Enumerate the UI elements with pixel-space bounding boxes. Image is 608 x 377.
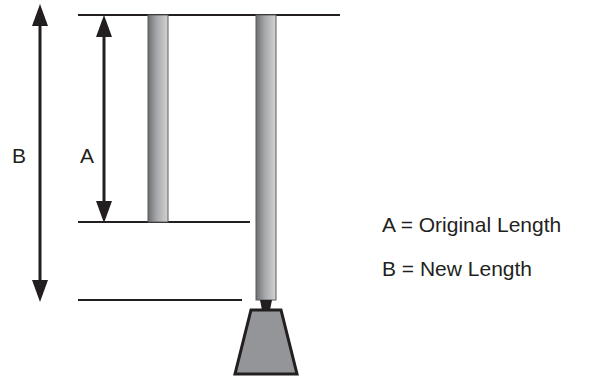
dimension-label: A (80, 145, 94, 166)
stretched-rod (256, 15, 276, 300)
arrowhead (32, 4, 48, 26)
dimension-arrow-b (39, 22, 42, 284)
dimension-label: B (12, 145, 26, 166)
support-line (78, 14, 340, 16)
arrowhead (96, 201, 112, 223)
weight (235, 310, 297, 374)
arrowhead (32, 280, 48, 302)
new-end-line (78, 299, 242, 301)
legend-note: B = New Length (382, 258, 532, 279)
arrowhead (96, 15, 112, 37)
original-rod (148, 15, 168, 222)
dimension-arrow-a (103, 32, 106, 206)
legend-note: A = Original Length (382, 214, 561, 235)
